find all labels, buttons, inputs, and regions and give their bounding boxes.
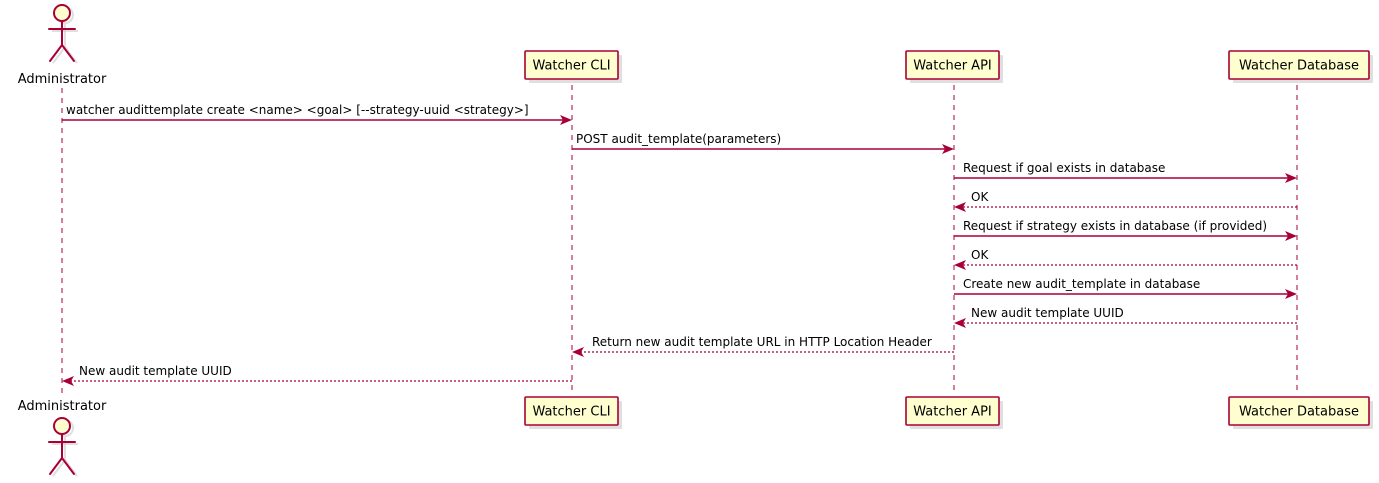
message-arrowhead-3: [1285, 173, 1297, 183]
message-6: OK: [954, 248, 1297, 270]
actor-label-administrator-top: Administrator: [18, 72, 107, 87]
message-arrowhead-9: [572, 347, 584, 357]
lifelines: [61, 85, 1298, 395]
message-label-5: Request if strategy exists in database (…: [963, 219, 1267, 233]
message-arrowhead-10: [62, 376, 74, 386]
actor-administrator-top[interactable]: Administrator: [18, 4, 107, 87]
participant-box[interactable]: [1228, 50, 1370, 80]
participant-watcher-database-bottom[interactable]: Watcher Database: [1228, 396, 1373, 429]
message-arrowhead-5: [1285, 231, 1297, 241]
message-label-4: OK: [971, 190, 989, 204]
participant-watcher-api-bottom[interactable]: Watcher API: [905, 396, 1003, 429]
participant-box[interactable]: [1228, 396, 1370, 426]
message-arrowhead-4: [954, 202, 966, 212]
message-arrowhead-7: [1285, 289, 1297, 299]
message-arrowhead-2: [942, 144, 954, 154]
participant-box[interactable]: [905, 50, 1000, 80]
message-3: Request if goal exists in database: [954, 161, 1297, 183]
message-2: POST audit_template(parameters): [572, 132, 954, 154]
actor-leg-right-icon: [61, 44, 75, 62]
message-5: Request if strategy exists in database (…: [954, 219, 1297, 241]
actor-leg-left-icon: [49, 457, 63, 475]
message-label-10: New audit template UUID: [79, 364, 232, 378]
participant-label-watcher-database: Watcher Database: [1239, 59, 1359, 74]
message-label-8: New audit template UUID: [971, 306, 1124, 320]
participant-watcher-cli-top[interactable]: Watcher CLI: [524, 50, 622, 83]
message-1: watcher audittemplate create <name> <goa…: [62, 103, 572, 125]
message-arrowhead-1: [560, 115, 572, 125]
actor-leg-right-icon: [61, 457, 75, 475]
message-arrowhead-8: [954, 318, 966, 328]
actor-head-icon: [53, 417, 71, 435]
message-label-2: POST audit_template(parameters): [576, 132, 781, 146]
participant-watcher-cli-bottom[interactable]: Watcher CLI: [524, 396, 622, 429]
participant-box[interactable]: [905, 396, 1000, 426]
participant-label-watcher-api: Watcher API: [913, 405, 992, 420]
actor-shadow-top: [52, 6, 78, 64]
message-label-9: Return new audit template URL in HTTP Lo…: [592, 335, 932, 349]
message-label-3: Request if goal exists in database: [963, 161, 1165, 175]
message-label-1: watcher audittemplate create <name> <goa…: [66, 103, 529, 117]
actor-label-administrator-bottom: Administrator: [18, 399, 107, 414]
message-label-7: Create new audit_template in database: [963, 277, 1200, 291]
message-arrowhead-6: [954, 260, 966, 270]
participant-watcher-api-top[interactable]: Watcher API: [905, 50, 1003, 83]
message-10: New audit template UUID: [62, 364, 572, 386]
message-9: Return new audit template URL in HTTP Lo…: [572, 335, 954, 357]
actor-administrator-bottom[interactable]: Administrator: [18, 399, 107, 477]
participant-box[interactable]: [524, 396, 619, 426]
participant-label-watcher-cli: Watcher CLI: [532, 59, 610, 74]
participant-box[interactable]: [524, 50, 619, 80]
actor-head-icon: [53, 4, 71, 22]
participant-label-watcher-database: Watcher Database: [1239, 405, 1359, 420]
message-8: New audit template UUID: [954, 306, 1297, 328]
actor-leg-left-icon: [49, 44, 63, 62]
message-label-6: OK: [971, 248, 989, 262]
participant-label-watcher-cli: Watcher CLI: [532, 405, 610, 420]
message-7: Create new audit_template in database: [954, 277, 1297, 299]
participant-watcher-database-top[interactable]: Watcher Database: [1228, 50, 1373, 83]
participant-label-watcher-api: Watcher API: [913, 59, 992, 74]
message-4: OK: [954, 190, 1297, 212]
